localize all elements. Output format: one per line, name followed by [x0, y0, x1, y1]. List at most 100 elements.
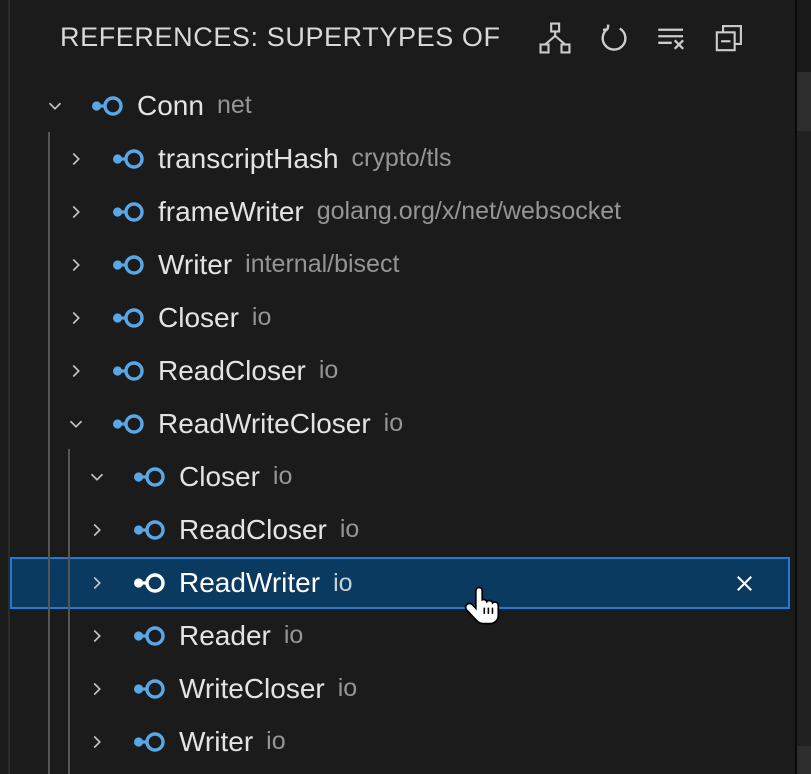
clear-all-button[interactable]: [653, 19, 688, 57]
twistie[interactable]: [86, 678, 108, 700]
package-description: crypto/tls: [351, 144, 452, 172]
refresh-button[interactable]: [595, 19, 630, 57]
indent-guide: [48, 132, 50, 774]
interface-symbol-icon: [112, 143, 144, 175]
tree-row[interactable]: ReadCloser io: [0, 344, 797, 397]
interface-symbol-icon: [133, 620, 165, 652]
panel-header: REFERENCES: SUPERTYPES OF: [0, 0, 795, 79]
chevron-down-icon: [86, 466, 108, 488]
twistie[interactable]: [86, 519, 108, 541]
tree: Conn net transcriptHash crypto/tl: [0, 79, 797, 768]
chevron-right-icon: [86, 678, 108, 700]
chevron-right-icon: [86, 625, 108, 647]
chevron-right-icon: [65, 148, 87, 170]
tree-row[interactable]: WriteCloser io: [0, 662, 797, 715]
symbol-label: Closer: [179, 460, 260, 492]
chevron-right-icon: [86, 572, 108, 594]
twistie[interactable]: [86, 731, 108, 753]
chevron-right-icon: [65, 360, 87, 382]
package-description: net: [216, 91, 252, 119]
tree-row[interactable]: ReadWriteCloser io: [0, 397, 797, 450]
package-description: io: [333, 568, 353, 597]
package-description: io: [251, 303, 272, 331]
interface-symbol-icon: [112, 355, 144, 387]
tree-row[interactable]: Writer internal/bisect: [0, 238, 797, 291]
scrollbar-top-section: [797, 0, 811, 72]
collapse-all-button[interactable]: [711, 19, 746, 57]
close-reference-button[interactable]: [730, 569, 758, 597]
interface-symbol-icon: [112, 408, 144, 440]
chevron-right-icon: [65, 307, 87, 329]
scrollbar-thumb[interactable]: [797, 746, 811, 774]
twistie[interactable]: [65, 148, 87, 170]
interface-symbol-icon: [133, 567, 165, 599]
package-description: io: [266, 727, 286, 755]
symbol-label: ReadWriteCloser: [158, 407, 371, 439]
interface-symbol-icon: [133, 514, 165, 546]
tree-row[interactable]: transcriptHash crypto/tls: [0, 132, 797, 185]
chevron-down-icon: [44, 95, 66, 117]
panel-right-border: [795, 0, 797, 774]
tree-row[interactable]: Conn net: [0, 79, 797, 132]
interface-symbol-icon: [133, 461, 165, 493]
tree-row[interactable]: ReadCloser io: [0, 503, 797, 556]
twistie[interactable]: [65, 360, 87, 382]
twistie[interactable]: [65, 201, 87, 223]
symbol-label: WriteCloser: [179, 672, 325, 704]
package-description: internal/bisect: [245, 250, 400, 278]
symbol-label: Writer: [158, 248, 233, 280]
interface-symbol-icon: [133, 726, 165, 758]
package-description: io: [283, 621, 304, 649]
interface-symbol-icon: [91, 90, 123, 122]
twistie[interactable]: [44, 95, 66, 117]
chevron-down-icon: [65, 413, 87, 435]
symbol-label: Reader: [179, 619, 271, 651]
tree-row[interactable]: Closer io: [0, 450, 797, 503]
symbol-label: Conn: [137, 89, 204, 121]
panel-left-border: [8, 0, 10, 774]
chevron-right-icon: [65, 254, 87, 276]
scrollbar-track: [797, 0, 811, 774]
symbol-label: frameWriter: [158, 195, 304, 227]
package-description: io: [383, 409, 404, 437]
close-icon: [731, 570, 758, 597]
package-description: io: [337, 674, 358, 702]
twistie[interactable]: [65, 254, 87, 276]
twistie[interactable]: [65, 413, 87, 435]
header-actions: [537, 19, 746, 57]
package-description: golang.org/x/net/websocket: [316, 197, 622, 225]
interface-symbol-icon: [112, 249, 144, 281]
tree-row[interactable]: Closer io: [0, 291, 797, 344]
indent-guide: [68, 449, 70, 774]
symbol-label: ReadWriter: [179, 567, 321, 598]
chevron-right-icon: [86, 731, 108, 753]
symbol-label: ReadCloser: [179, 513, 327, 545]
twistie[interactable]: [86, 466, 108, 488]
refresh-icon: [596, 21, 630, 55]
tree-row[interactable]: ReadWriter io: [10, 557, 790, 609]
scrollbar-thumb[interactable]: [797, 72, 811, 131]
collapse-all-icon: [712, 21, 746, 55]
interface-symbol-icon: [112, 196, 144, 228]
symbol-label: Closer: [158, 301, 239, 333]
twistie[interactable]: [86, 625, 108, 647]
tree-row[interactable]: frameWriter golang.org/x/net/websocket: [0, 185, 797, 238]
tree-row[interactable]: Reader io: [0, 609, 797, 662]
type-hierarchy-button[interactable]: [537, 19, 572, 57]
symbol-label: Writer: [179, 725, 254, 757]
tree-row[interactable]: Writer io: [0, 715, 797, 768]
symbol-label: transcriptHash: [158, 142, 339, 174]
twistie[interactable]: [65, 307, 87, 329]
interface-symbol-icon: [112, 302, 144, 334]
twistie[interactable]: [86, 572, 108, 594]
package-description: io: [272, 462, 293, 490]
clear-all-icon: [654, 21, 688, 55]
chevron-right-icon: [65, 201, 87, 223]
package-description: io: [339, 515, 360, 543]
chevron-right-icon: [86, 519, 108, 541]
type-hierarchy-icon: [538, 21, 572, 55]
panel-title: REFERENCES: SUPERTYPES OF: [60, 22, 501, 52]
package-description: io: [318, 356, 339, 384]
interface-symbol-icon: [133, 673, 165, 705]
